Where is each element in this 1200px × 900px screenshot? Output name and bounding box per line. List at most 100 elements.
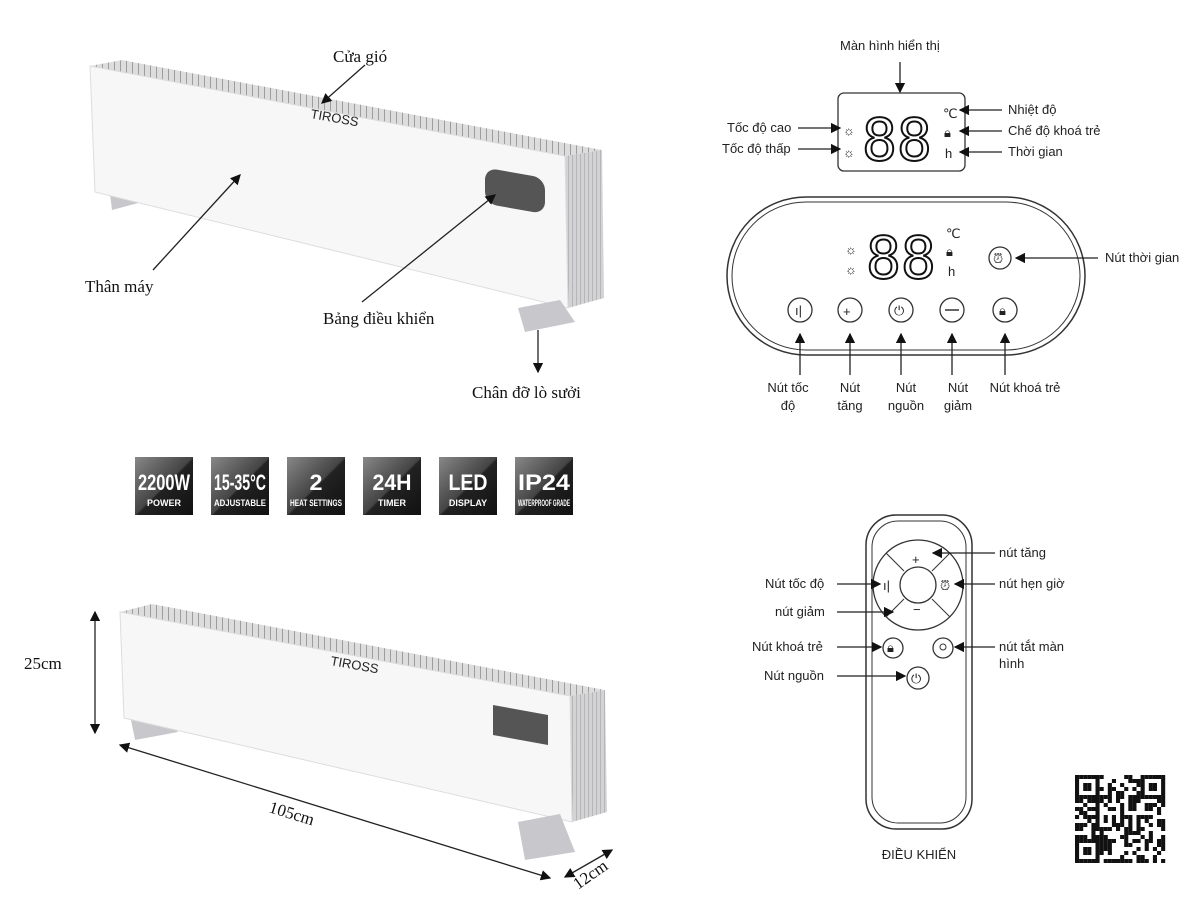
badge-background <box>439 457 497 515</box>
label-plus-button: Nút <box>840 380 861 395</box>
feature-badge: 24H TIMER <box>363 457 421 515</box>
label-power-button-line2: nguồn <box>888 398 924 413</box>
qr-code <box>1075 775 1166 863</box>
badge-value: 15-35°C <box>214 470 266 495</box>
label-lock-button: Nút khoá trẻ <box>990 380 1061 395</box>
sun-icon: ☼ <box>845 262 857 277</box>
heater-foot <box>518 300 575 332</box>
display-digits: 88 <box>862 106 932 174</box>
remote-minus-button[interactable]: − <box>913 602 921 617</box>
sun-icon: ☼ <box>843 123 855 138</box>
heater-display-panel <box>485 169 545 213</box>
label-remote-minus: nút giảm <box>775 604 825 619</box>
label-air-vent: Cửa gió <box>333 47 387 66</box>
dimension-height: 25cm <box>24 654 62 673</box>
label-remote-display-off: nút tắt màn <box>999 639 1064 654</box>
heater-top-grille <box>120 604 605 696</box>
hour-icon: h <box>945 146 952 161</box>
badge-label: HEAT SETTINGS <box>290 498 342 508</box>
minus-button[interactable] <box>939 297 965 323</box>
power-icon: ⏻ <box>911 671 921 686</box>
badge-label: POWER <box>147 498 182 508</box>
lock-icon: 🔒︎ <box>887 640 894 655</box>
remote-title: ĐIỀU KHIỂN <box>882 847 956 862</box>
label-minus-button-line2: giảm <box>944 398 972 413</box>
power-icon: ⏻ <box>894 303 904 318</box>
heater-top-grille <box>90 60 602 156</box>
lock-icon: 🔒︎ <box>999 303 1006 318</box>
lock-button[interactable]: 🔒︎ <box>992 297 1018 323</box>
badge-value: 24H <box>373 470 412 495</box>
label-remote-display-off-line2: hình <box>999 656 1024 671</box>
lock-icon: 🔒︎ <box>944 125 951 140</box>
badge-label: ADJUSTABLE <box>214 498 266 508</box>
remote-display-off-button[interactable] <box>932 637 954 659</box>
badge-value: 2 <box>310 470 323 495</box>
timer-button[interactable]: ⏰︎ <box>988 246 1012 270</box>
badge-label: WATERPROOF GRADE <box>518 498 570 508</box>
label-remote-power: Nút nguồn <box>764 668 824 683</box>
badge-background <box>287 457 345 515</box>
power-button[interactable]: ⏻ <box>888 297 914 323</box>
label-plus-button-line2: tăng <box>837 398 862 413</box>
heater-side-panel <box>565 150 604 308</box>
heater-illustration-top: TIROSS <box>89 60 604 332</box>
label-high-speed: Tốc độ cao <box>727 120 791 135</box>
label-temperature: Nhiệt độ <box>1008 102 1056 117</box>
badge-background <box>515 457 573 515</box>
feature-badge: 15-35°C ADJUSTABLE <box>211 457 269 515</box>
heater-display-panel <box>493 705 548 745</box>
label-power-button: Nút <box>896 380 917 395</box>
remote-center-button[interactable] <box>899 566 937 604</box>
badge-value: IP24 <box>518 470 571 495</box>
sun-icon: ☼ <box>845 242 857 257</box>
label-time: Thời gian <box>1008 144 1063 159</box>
celsius-icon: ℃ <box>943 106 958 121</box>
speed-button[interactable]: ı| <box>787 297 813 323</box>
label-stand: Chân đỡ lò sưởi <box>472 383 581 402</box>
label-speed-button-line2: độ <box>781 398 795 413</box>
badge-value: 2200W <box>138 470 190 495</box>
badge-background <box>363 457 421 515</box>
badge-label: TIMER <box>378 498 406 508</box>
sun-icon: ☼ <box>843 145 855 160</box>
remote-speed-button[interactable]: ı| <box>883 578 890 593</box>
label-child-lock: Chế độ khoá trẻ <box>1008 123 1101 138</box>
remote-lock-button[interactable]: 🔒︎ <box>882 637 904 659</box>
label-low-speed: Tốc độ thấp <box>722 141 791 156</box>
badge-background <box>135 457 193 515</box>
label-remote-timer: nút hẹn giờ <box>999 576 1065 591</box>
heater-side-panel <box>570 690 607 822</box>
remote-timer-button[interactable]: ⏰︎ <box>940 578 950 593</box>
label-remote-lock: Nút khoá trẻ <box>752 639 823 654</box>
heater-illustration-dimensions: TIROSS <box>119 604 607 860</box>
label-remote-plus: nút tăng <box>999 545 1046 560</box>
remote-power-button[interactable]: ⏻ <box>906 666 930 690</box>
label-timer-button: Nút thời gian <box>1105 250 1179 265</box>
panel-digits: 88 <box>866 224 936 292</box>
remote-plus-button[interactable]: + <box>912 552 920 567</box>
badge-value: LED <box>449 470 488 495</box>
heater-body <box>89 65 569 309</box>
label-minus-button: Nút <box>948 380 969 395</box>
feature-badge: 2200W POWER <box>135 457 193 515</box>
celsius-icon: ℃ <box>946 226 961 241</box>
feature-badge: LED DISPLAY <box>439 457 497 515</box>
lock-icon: 🔒︎ <box>946 244 953 259</box>
plus-icon: + <box>843 304 851 319</box>
speed-icon: ı| <box>795 303 802 318</box>
control-panel-diagram: 88 ☼ ☼ ℃ 🔒︎ h ⏰︎ Nút thời gian ı| + ⏻ 🔒︎… <box>726 196 1179 413</box>
label-remote-speed: Nút tốc độ <box>765 576 824 591</box>
label-control-panel: Bảng điều khiển <box>323 309 435 328</box>
dimension-length: 105cm <box>267 798 317 830</box>
plus-button[interactable]: + <box>837 297 863 323</box>
badge-label: DISPLAY <box>449 498 487 508</box>
label-display: Màn hình hiển thị <box>840 38 940 53</box>
display-diagram: Màn hình hiển thị 88 ☼ ☼ ℃ 🔒︎ h Tốc độ c… <box>722 38 1101 175</box>
label-body: Thân máy <box>85 277 154 296</box>
hour-icon: h <box>948 264 955 279</box>
